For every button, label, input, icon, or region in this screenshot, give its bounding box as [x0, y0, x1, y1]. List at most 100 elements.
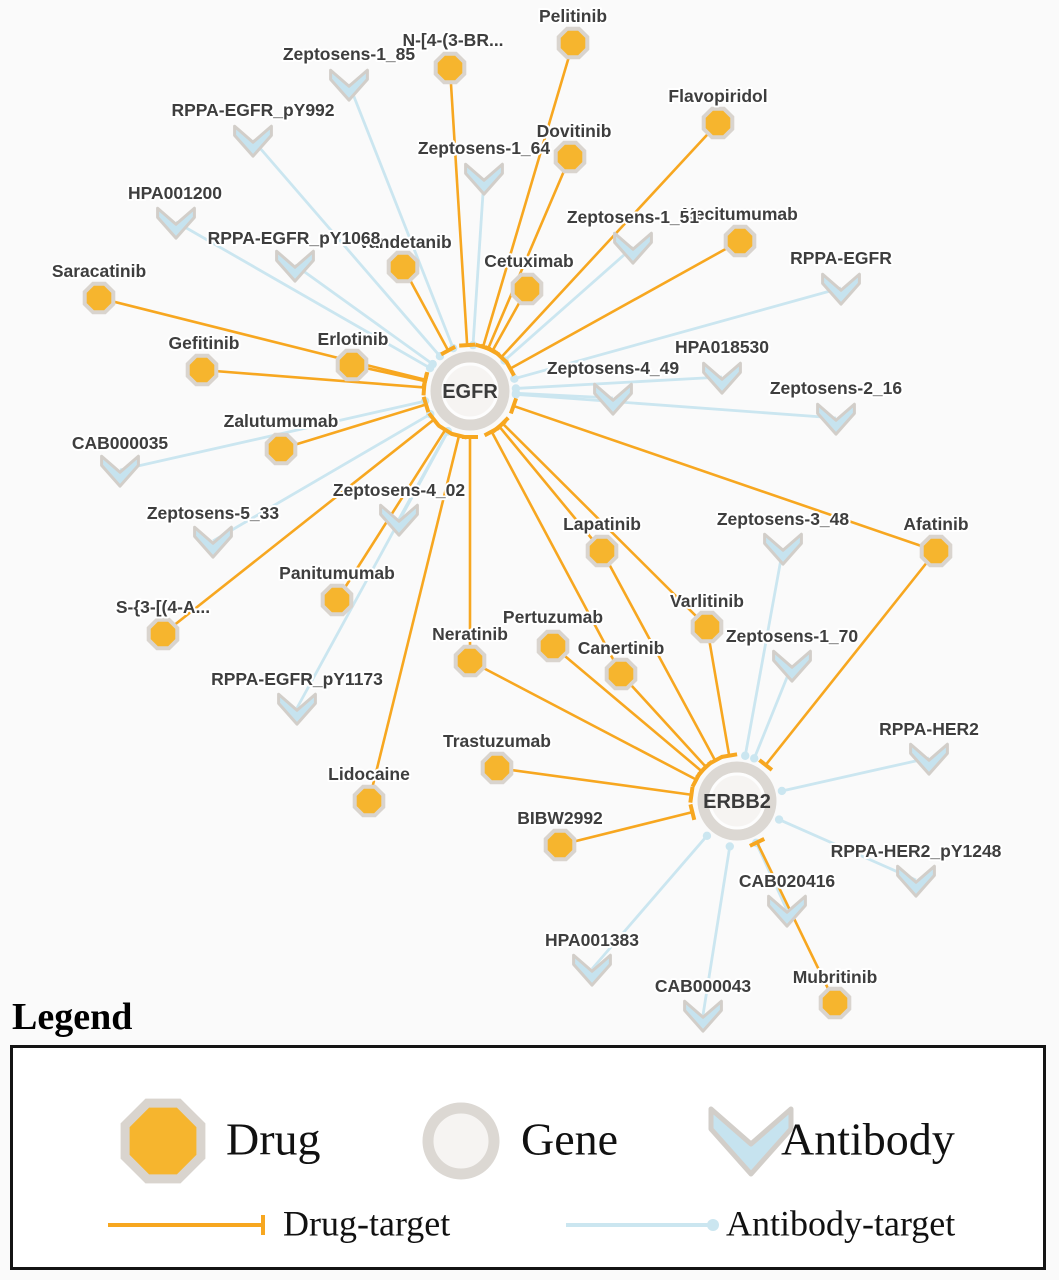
edge-antibody-rppa-egfr-egfr [510, 286, 842, 383]
node-label-necitumumab: Necitumumab [682, 204, 798, 224]
drug-node-bibw2992[interactable] [543, 828, 577, 862]
node-label-zeptosens-1-51: Zeptosens-1_51 [567, 207, 700, 227]
antibody-node-rppa-egfr-py992[interactable] [233, 124, 273, 158]
node-label-pelitinib: Pelitinib [539, 6, 607, 26]
edge-antibody-zeptosens-2-16-egfr [511, 390, 837, 420]
legend-gene-label: Gene [521, 1113, 619, 1165]
drug-node-canertinib[interactable] [604, 657, 638, 691]
antibody-node-cab000043[interactable] [683, 999, 723, 1033]
node-label-canertinib: Canertinib [578, 638, 665, 658]
antibody-node-cab000035[interactable] [100, 454, 140, 488]
antibody-node-zeptosens-1-51[interactable] [613, 231, 653, 265]
legend-title: Legend [12, 996, 133, 1038]
node-label-zalutumumab: Zalutumumab [224, 411, 339, 431]
edge-drug-varlitinib-egfr [495, 416, 708, 628]
drug-node-saracatinib[interactable] [82, 281, 116, 315]
antibody-node-hpa001200[interactable] [156, 206, 196, 240]
drug-node-varlitinib[interactable] [690, 610, 724, 644]
edge-drug-neratinib-egfr [462, 435, 478, 661]
legend-drug-label: Drug [226, 1113, 321, 1165]
antibody-node-zeptosens-4-02[interactable] [379, 503, 419, 537]
edge-drug-flavopiridol-egfr [494, 122, 719, 365]
node-label-gefitinib: Gefitinib [169, 333, 240, 353]
drug-target-edge-icon [108, 1215, 265, 1235]
node-label-saracatinib: Saracatinib [52, 261, 146, 281]
node-label-s-3-4-a: S-{3-[(4-A... [116, 597, 210, 617]
antibody-node-rppa-egfr-py1068[interactable] [275, 249, 315, 283]
antibody-node-hpa018530[interactable] [702, 361, 742, 395]
antibody-node-cab020416[interactable] [767, 894, 807, 928]
edge-antibody-rppa-egfr-py1068-egfr [294, 263, 437, 369]
gene-icon [422, 1102, 500, 1180]
edge-drug-afatinib-erbb2 [758, 550, 938, 772]
gene-node-egfr[interactable]: EGFR [430, 351, 510, 431]
edge-drug-bibw2992-erbb2 [559, 803, 697, 847]
drug-node-vandetanib[interactable] [386, 250, 420, 284]
node-label-zeptosens-4-02: Zeptosens-4_02 [333, 480, 466, 500]
antibody-node-hpa001383[interactable] [572, 953, 612, 987]
node-label-cab000035: CAB000035 [72, 433, 169, 453]
legend-antibody-label: Antibody [781, 1113, 955, 1165]
antibody-node-zeptosens-3-48[interactable] [763, 532, 803, 566]
drug-node-necitumumab[interactable] [723, 224, 757, 258]
node-label-rppa-egfr: RPPA-EGFR [790, 248, 892, 268]
node-label-dovitinib: Dovitinib [537, 121, 612, 141]
drug-node-panitumumab[interactable] [320, 583, 354, 617]
edge-drug-canertinib-erbb2 [620, 673, 714, 774]
drug-node-flavopiridol[interactable] [701, 106, 735, 140]
drug-node-s-3-4-a[interactable] [146, 617, 180, 651]
edge-drug-trastuzumab-erbb2 [496, 766, 695, 803]
node-label-rppa-egfr-py1173: RPPA-EGFR_pY1173 [211, 669, 383, 689]
edge-drug-zalutumumab-egfr [280, 396, 431, 451]
drug-node-lidocaine[interactable] [352, 784, 386, 818]
antibody-node-rppa-egfr[interactable] [821, 272, 861, 306]
antibody-node-zeptosens-1-85[interactable] [329, 68, 369, 102]
drug-node-trastuzumab[interactable] [480, 751, 514, 785]
edge-drug-necitumumab-egfr [504, 239, 741, 377]
node-layer: EGFR ERBB2 [82, 26, 953, 1033]
edge-drug-afatinib-egfr [509, 397, 937, 553]
node-label-neratinib: Neratinib [432, 624, 508, 644]
node-label-erlotinib: Erlotinib [318, 329, 389, 349]
edge-antibody-zeptosens-1-64-egfr [468, 177, 486, 350]
drug-node-pelitinib[interactable] [556, 26, 590, 60]
node-label-hpa001383: HPA001383 [545, 930, 639, 950]
antibody-node-zeptosens-4-49[interactable] [593, 382, 633, 416]
drug-node-cetuximab[interactable] [510, 272, 544, 306]
node-label-rppa-egfr-py992: RPPA-EGFR_pY992 [171, 100, 334, 120]
antibody-node-rppa-her2[interactable] [909, 742, 949, 776]
node-label-cab020416: CAB020416 [739, 871, 836, 891]
node-label-lidocaine: Lidocaine [328, 764, 410, 784]
drug-node-gefitinib[interactable] [185, 353, 219, 387]
antibody-node-rppa-her2-py1248[interactable] [896, 864, 936, 898]
antibody-node-rppa-egfr-py1173[interactable] [277, 692, 317, 726]
legend-antibody-target-label: Antibody-target [726, 1203, 956, 1244]
gene-node-erbb2[interactable]: ERBB2 [697, 761, 777, 841]
drug-node-pertuzumab[interactable] [536, 629, 570, 663]
antibody-node-zeptosens-1-70[interactable] [772, 649, 812, 683]
drug-node-n-4-3-br[interactable] [433, 51, 467, 85]
node-label-zeptosens-4-49: Zeptosens-4_49 [547, 358, 680, 378]
drug-node-mubritinib[interactable] [818, 986, 852, 1020]
node-label-mubritinib: Mubritinib [793, 967, 878, 987]
antibody-node-zeptosens-2-16[interactable] [816, 402, 856, 436]
antibody-node-zeptosens-5-33[interactable] [193, 525, 233, 559]
edge-drug-pertuzumab-erbb2 [552, 645, 709, 779]
drug-node-zalutumumab[interactable] [264, 432, 298, 466]
node-label-hpa001200: HPA001200 [128, 183, 222, 203]
node-label-zeptosens-5-33: Zeptosens-5_33 [147, 503, 280, 523]
drug-node-neratinib[interactable] [453, 644, 487, 678]
drug-node-erlotinib[interactable] [335, 348, 369, 382]
gene-label-egfr: EGFR [442, 381, 498, 403]
node-label-hpa018530: HPA018530 [675, 337, 769, 357]
antibody-target-edge-icon [566, 1219, 719, 1231]
antibody-node-zeptosens-1-64[interactable] [464, 162, 504, 196]
drug-node-dovitinib[interactable] [553, 140, 587, 174]
edge-antibody-zeptosens-3-48-erbb2 [741, 547, 785, 760]
drug-node-afatinib[interactable] [919, 534, 953, 568]
drug-node-lapatinib[interactable] [585, 534, 619, 568]
node-label-pertuzumab: Pertuzumab [503, 607, 603, 627]
node-label-flavopiridol: Flavopiridol [668, 86, 767, 106]
node-label-zeptosens-2-16: Zeptosens-2_16 [770, 378, 903, 398]
